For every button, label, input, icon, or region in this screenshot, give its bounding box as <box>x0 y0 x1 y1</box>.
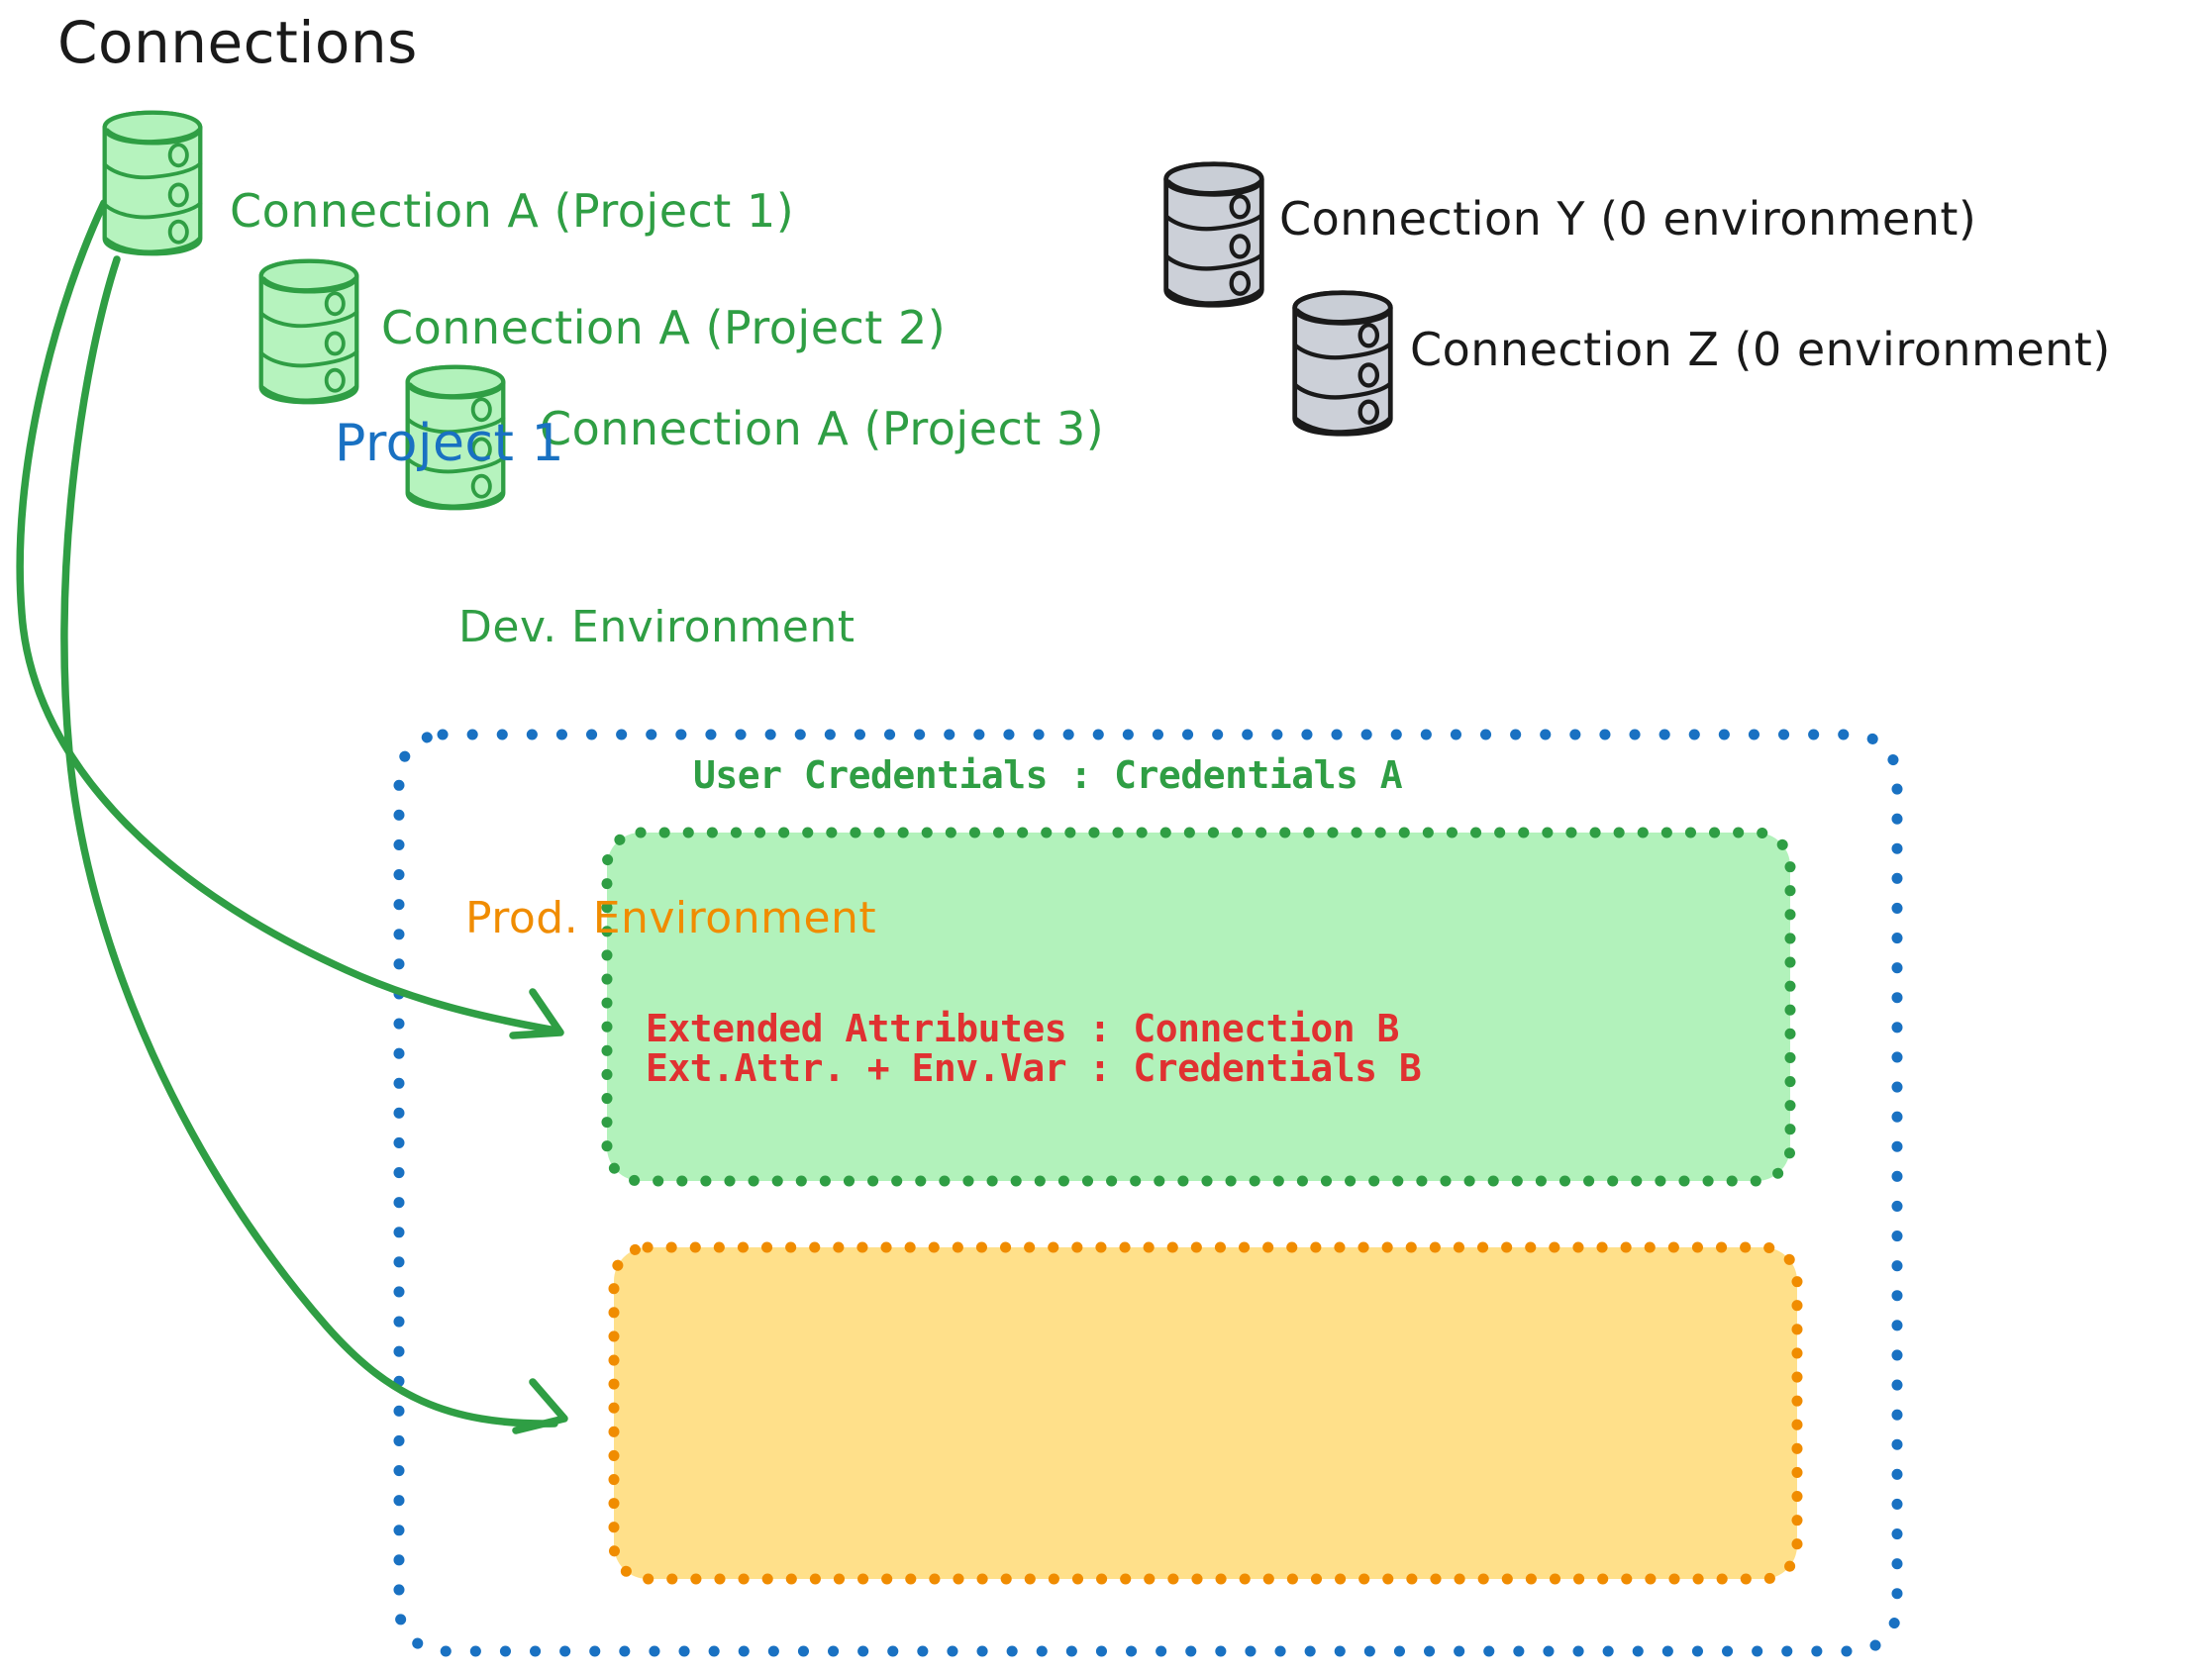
arrow-connection-a-to-dev-environment <box>16 199 564 1039</box>
connection-label-y: Connection Y (0 environment) <box>1279 192 1977 246</box>
connection-icon-gray-1[interactable] <box>1164 162 1262 306</box>
connection-label-z: Connection Z (0 environment) <box>1410 323 2111 376</box>
connection-label-a-project-3: Connection A (Project 3) <box>540 402 1105 455</box>
prod-environment-box <box>608 1241 1803 1585</box>
dev-environment-box <box>601 827 1796 1187</box>
connection-icon-green-1[interactable] <box>103 111 201 254</box>
dev-environment-credentials-row: User Credentials : Credentials A <box>693 753 1403 797</box>
connection-label-a-project-1: Connection A (Project 1) <box>230 184 795 238</box>
project-title: Project 1 <box>335 414 565 473</box>
arrow-connection-a-to-prod-environment <box>60 255 568 1434</box>
prod-environment-title: Prod. Environment <box>465 893 877 943</box>
prod-environment-ext-attr-env-var-row: Ext.Attr. + Env.Var : Credentials B <box>646 1046 1422 1090</box>
connection-label-a-project-2: Connection A (Project 2) <box>381 301 947 354</box>
connection-icon-gray-2[interactable] <box>1293 291 1391 435</box>
connection-icon-green-2[interactable] <box>259 259 357 403</box>
prod-environment-extended-attributes-row: Extended Attributes : Connection B <box>646 1007 1399 1050</box>
page-title: Connections <box>57 9 418 76</box>
dev-environment-title: Dev. Environment <box>458 602 855 652</box>
